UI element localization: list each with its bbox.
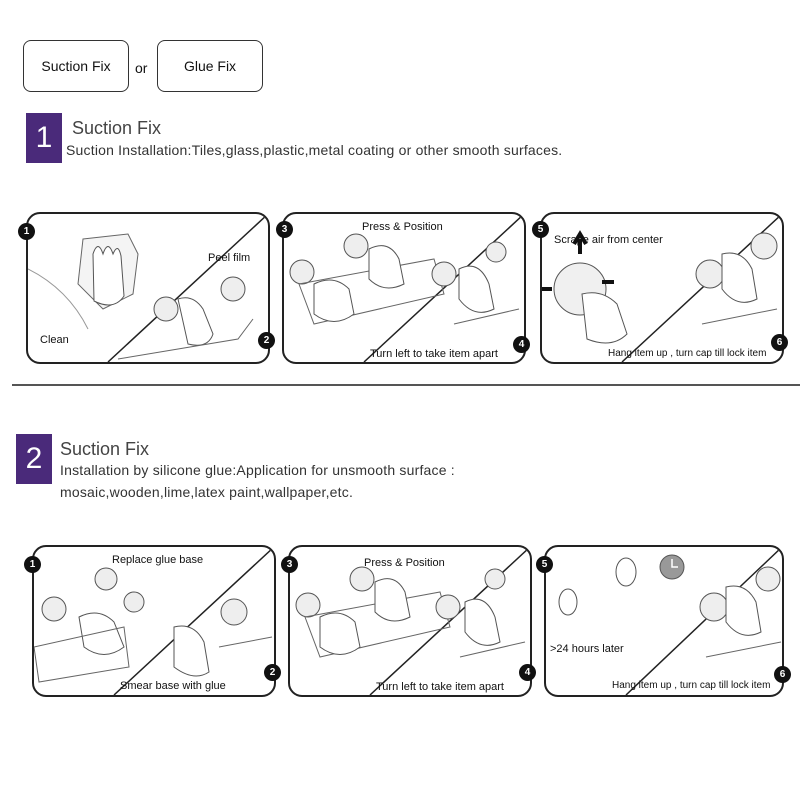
peel-film-label: Peel film: [208, 252, 251, 264]
24-hours-label: >24 hours later: [550, 643, 624, 655]
replace-glue-label: Replace glue base: [112, 554, 204, 566]
step-3b-badge: 3: [281, 556, 298, 573]
step-3-badge: 3: [276, 221, 293, 238]
section-1-subtitle: Suction Installation:Tiles,glass,plastic…: [66, 142, 563, 158]
step-4-badge: 4: [513, 336, 530, 353]
step-4b-badge: 4: [519, 664, 536, 681]
step-2-badge: 2: [258, 332, 275, 349]
section-2-panel-2: Press & Position Turn left to take item …: [288, 545, 532, 697]
suction-fix-tab-label: Suction Fix: [41, 58, 111, 74]
section-1-number: 1: [26, 113, 62, 163]
hang-item-label: Hang item up , turn cap till lock item: [608, 348, 767, 359]
turn-left-label: Turn left to take item apart: [370, 348, 498, 360]
step-6-badge: 6: [771, 334, 788, 351]
suction-fix-tab[interactable]: Suction Fix: [23, 40, 129, 92]
or-label: or: [135, 60, 148, 76]
press-position-2-illustration: [295, 547, 530, 695]
section-2-panel-1: Replace glue base Smear base with glue: [32, 545, 276, 697]
press-position-label: Press & Position: [362, 221, 443, 233]
turn-left-2-label: Turn left to take item apart: [376, 681, 504, 693]
section-2-subtitle-line1: Installation by silicone glue:Applicatio…: [60, 462, 455, 478]
clean-peel-illustration: [28, 214, 268, 362]
section-2-title: Suction Fix: [60, 439, 150, 459]
section-2-number: 2: [16, 434, 52, 484]
section-divider: [12, 384, 800, 386]
clean-label: Clean: [40, 334, 69, 346]
section-1-panel-2: Press & Position Turn left to take item …: [282, 212, 526, 364]
section-1-panel-1: Clean Peel film: [26, 212, 270, 364]
step-1-badge: 1: [18, 223, 35, 240]
section-1-panel-3: Scrape air from center Hang item up , tu…: [540, 212, 784, 364]
section-2-subtitle-line2: mosaic,wooden,lime,latex paint,wallpaper…: [60, 484, 354, 500]
step-5b-badge: 5: [536, 556, 553, 573]
scrape-air-label: Scrape air from center: [554, 234, 663, 246]
step-6b-badge: 6: [774, 666, 791, 683]
replace-glue-illustration: [34, 547, 274, 695]
press-position-illustration: [289, 214, 524, 362]
section-2-panel-3: >24 hours later Hang item up , turn cap …: [544, 545, 784, 697]
section-1-title: Suction Fix: [72, 118, 162, 138]
glue-fix-tab-label: Glue Fix: [183, 58, 237, 74]
smear-base-label: Smear base with glue: [120, 680, 226, 692]
wait-24-hours-illustration: [558, 547, 782, 695]
scrape-air-illustration: [542, 214, 782, 362]
press-position-2-label: Press & Position: [364, 557, 445, 569]
step-1b-badge: 1: [24, 556, 41, 573]
glue-fix-tab[interactable]: Glue Fix: [157, 40, 263, 92]
step-5-badge: 5: [532, 221, 549, 238]
hang-item-2-label: Hang item up , turn cap till lock item: [612, 680, 771, 691]
step-2b-badge: 2: [264, 664, 281, 681]
